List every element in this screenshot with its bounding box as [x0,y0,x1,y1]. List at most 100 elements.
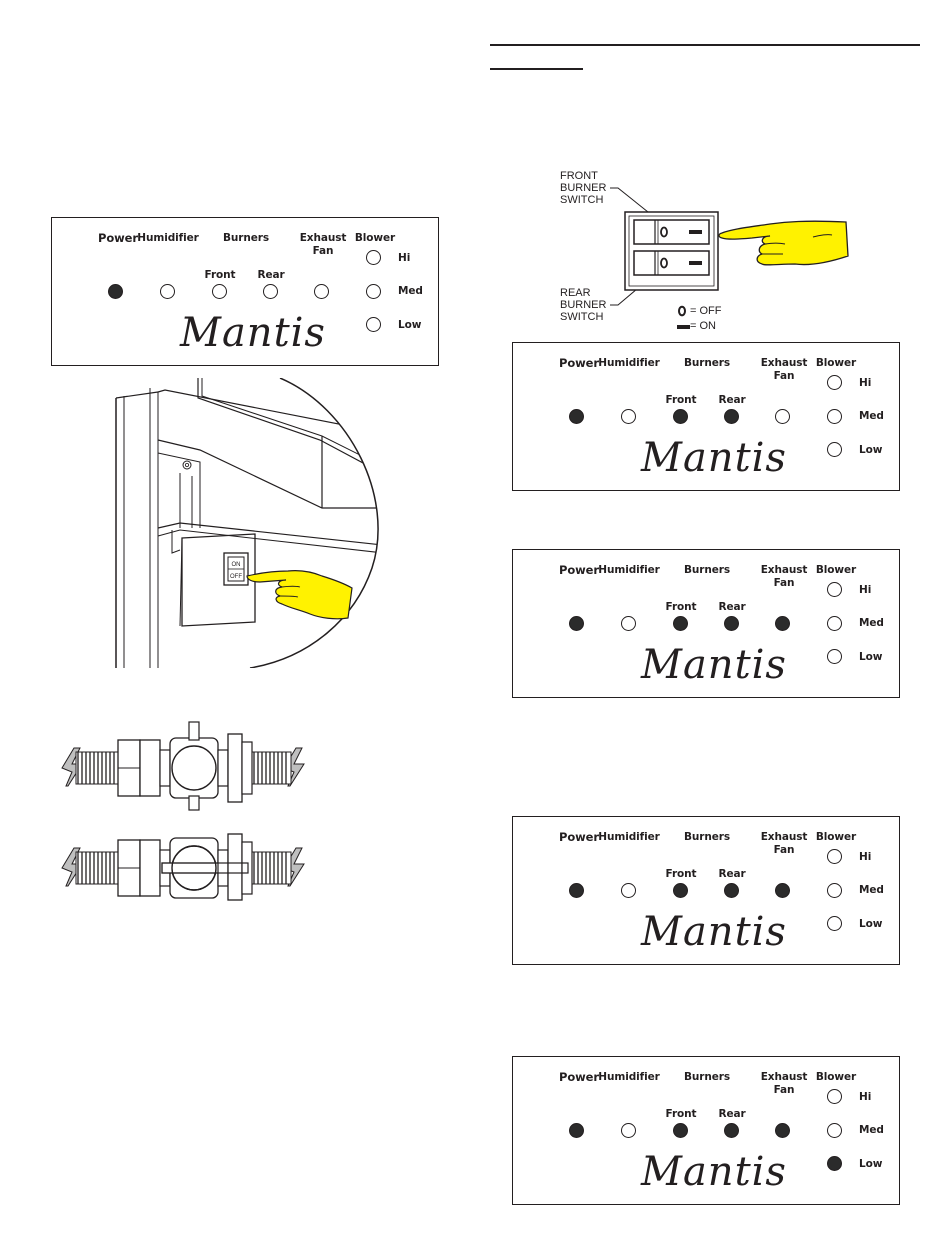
on-symbol-icon [677,325,690,329]
blower-label: Blower [815,831,857,843]
low-label: Low [859,1158,883,1170]
hi-label: Hi [859,584,872,596]
med-label: Med [398,285,423,297]
med-label: Med [859,617,884,629]
humidifier-indicator-light [621,409,636,424]
blower-hi-indicator-light [827,375,842,390]
hi-label: Hi [859,851,872,863]
exhaust-fan-label-line2: Fan [773,1084,795,1096]
power-label: Power [559,830,599,844]
front-label: Front [665,601,697,613]
humidifier-label: Humidifier [598,1071,660,1083]
power-indicator-light [569,409,584,424]
exhaust-fan-indicator-light [775,1123,790,1138]
power-switch-off-text: OFF [230,574,242,580]
exhaust-fan-label-line2: Fan [773,844,795,856]
rear-label: Rear [718,394,746,406]
humidifier-indicator-light [621,1123,636,1138]
front-burner-indicator-light [673,883,688,898]
on-legend: = ON [690,320,716,332]
humidifier-label: Humidifier [598,831,660,843]
exhaust-fan-label: Exhaust [299,232,347,244]
exhaust-fan-indicator-light [775,409,790,424]
power-label: Power [98,231,138,245]
rear-label: Rear [718,868,746,880]
exhaust-fan-label: Exhaust [760,1071,808,1083]
med-label: Med [859,410,884,422]
blower-hi-indicator-light [827,1089,842,1104]
blower-low-indicator-light [827,442,842,457]
exhaust-fan-label-line2: Fan [773,370,795,382]
burners-label: Burners [684,831,730,843]
gas-valve-closed-illustration [61,833,305,901]
power-indicator-light [108,284,123,299]
low-label: Low [859,444,883,456]
blower-med-indicator-light [827,409,842,424]
front-label: Front [665,394,697,406]
exhaust-fan-label: Exhaust [760,831,808,843]
burners-label: Burners [684,564,730,576]
mantis-brand-logo: Mantis [641,909,787,955]
burners-label: Burners [684,357,730,369]
blower-med-indicator-light [827,1123,842,1138]
off-legend: = OFF [690,305,722,317]
blower-med-indicator-light [366,284,381,299]
pointing-hand-icon [246,570,353,620]
off-symbol-icon [678,305,686,317]
front-burner-indicator-light [673,409,688,424]
power-indicator-light [569,883,584,898]
rear-label: Rear [718,1108,746,1120]
blower-low-indicator-light [827,1156,842,1171]
humidifier-label: Humidifier [137,232,199,244]
rear-label: Rear [718,601,746,613]
rear-burner-switch-label: REAR BURNER SWITCH [560,287,607,323]
blower-label: Blower [815,1071,857,1083]
rear-burner-indicator-light [724,883,739,898]
exhaust-fan-label-line2: Fan [312,245,334,257]
blower-hi-indicator-light [827,582,842,597]
section-heading-underline [490,68,583,70]
blower-hi-indicator-light [827,849,842,864]
hi-label: Hi [398,252,411,264]
gas-valve-open-illustration [61,721,305,811]
exhaust-fan-indicator-light [314,284,329,299]
front-label: Front [665,868,697,880]
exhaust-fan-indicator-light [775,616,790,631]
front-burner-indicator-light [673,616,688,631]
blower-med-indicator-light [827,883,842,898]
front-burner-indicator-light [212,284,227,299]
hi-label: Hi [859,377,872,389]
exhaust-fan-indicator-light [775,883,790,898]
blower-med-indicator-light [827,616,842,631]
exhaust-fan-label: Exhaust [760,357,808,369]
humidifier-label: Humidifier [598,564,660,576]
power-indicator-light [569,1123,584,1138]
mantis-brand-logo: Mantis [641,1149,787,1195]
blower-hi-indicator-light [366,250,381,265]
blower-low-indicator-light [366,317,381,332]
blower-label: Blower [815,564,857,576]
power-switch-on-text: ON [232,562,241,568]
low-label: Low [859,651,883,663]
power-indicator-light [569,616,584,631]
mantis-brand-logo: Mantis [641,435,787,481]
med-label: Med [859,884,884,896]
power-label: Power [559,1070,599,1084]
rear-burner-indicator-light [263,284,278,299]
burner-switch-illustration [610,187,849,306]
section-heading-rule [490,44,920,46]
pointing-hand-icon [718,220,849,266]
exhaust-fan-label: Exhaust [760,564,808,576]
burners-label: Burners [223,232,269,244]
low-label: Low [398,319,422,331]
rear-burner-indicator-light [724,409,739,424]
front-burner-indicator-light [673,1123,688,1138]
hi-label: Hi [859,1091,872,1103]
front-label: Front [665,1108,697,1120]
med-label: Med [859,1124,884,1136]
humidifier-indicator-light [621,616,636,631]
low-label: Low [859,918,883,930]
